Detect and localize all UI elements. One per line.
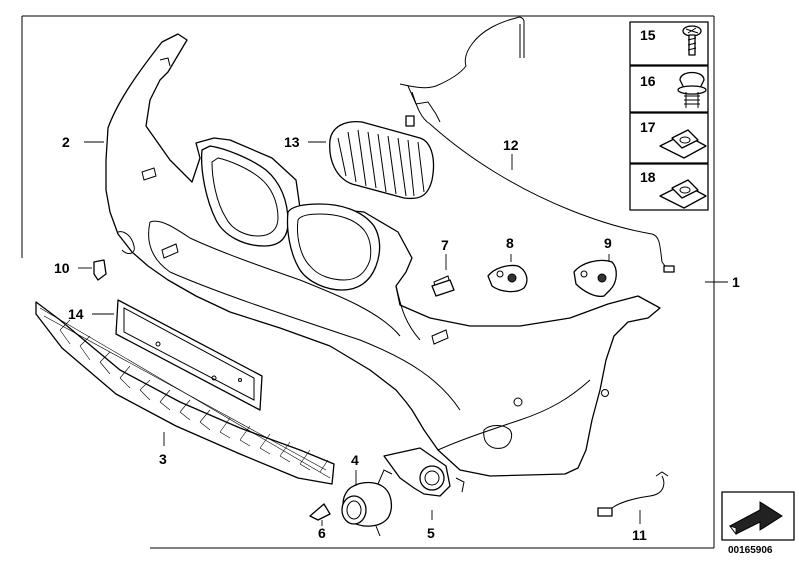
callout-12: 12 [503,137,519,153]
clip-nut-icon [659,179,707,209]
washer-nozzle-left-part [487,264,528,293]
diagram-frame [21,15,728,549]
sidebar-label-16: 16 [640,73,656,89]
callout-6: 6 [318,525,326,541]
arrow-icon [728,501,783,536]
fog-lamp-part [341,469,393,537]
kidney-grille-part [329,120,435,200]
lower-grille-part [35,301,335,485]
callout-8: 8 [506,235,514,251]
pdc-cable-part [597,471,669,517]
cover-cap-part [431,279,455,297]
sidebar-cell-17: 17 [629,112,709,164]
callout-labels: 2 3 4 5 6 7 8 9 10 11 12 13 14 1 [54,134,740,543]
callout-13: 13 [284,134,300,150]
small-parts-sidebar: 15 16 17 [629,21,709,211]
sidebar-label-18: 18 [640,169,656,185]
screw-icon [682,25,702,56]
drawing-number: 00165906 [728,545,773,556]
callout-2: 2 [62,134,70,150]
fog-lamp-cover-part [309,503,331,521]
washer-nozzle-right-part [573,259,617,298]
fog-lamp-bracket-part [383,447,465,497]
callout-5: 5 [427,525,435,541]
callout-3: 3 [159,451,167,467]
drawing-id-box: 00165906 [721,491,795,556]
sidebar-cell-15: 15 [629,21,709,66]
assembly-label: 1 [732,274,740,290]
rivet-icon [677,71,707,108]
callout-4: 4 [351,452,359,468]
callout-7: 7 [441,237,449,253]
sidebar-cell-16: 16 [629,65,709,113]
sidebar-label-17: 17 [640,119,656,135]
callout-9: 9 [604,235,612,251]
callout-11: 11 [632,527,647,543]
sidebar-label-15: 15 [640,27,656,43]
trim-clip-part [93,259,107,281]
callout-10: 10 [54,260,70,276]
clip-nut-icon [659,129,707,159]
callout-14: 14 [68,306,84,322]
washer-hose-part [399,16,675,273]
licence-plate-base-part [115,299,263,411]
sidebar-cell-18: 18 [629,163,709,211]
leader-lines [78,141,641,526]
bumper-cover-part [105,33,661,477]
